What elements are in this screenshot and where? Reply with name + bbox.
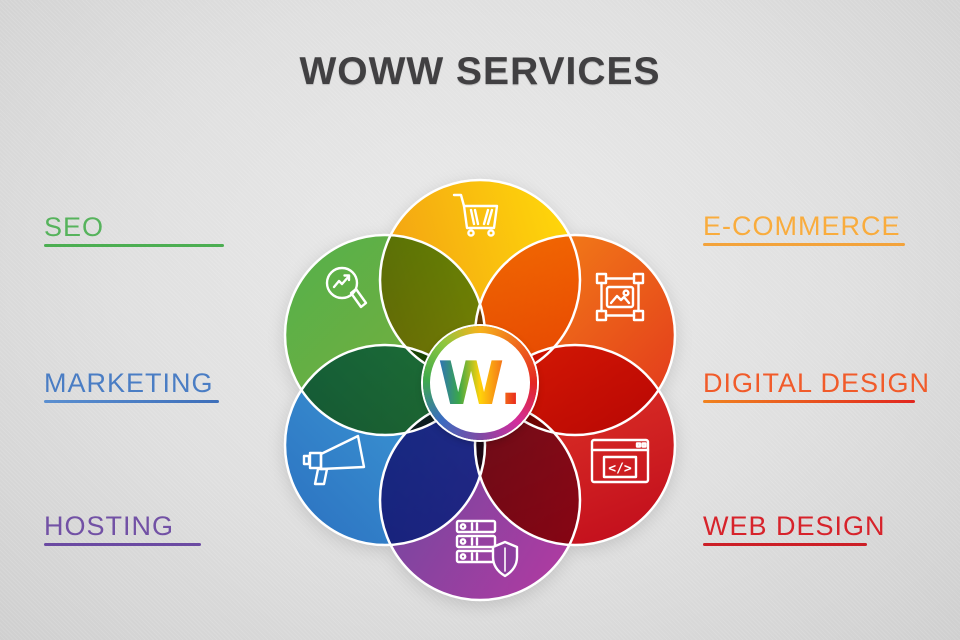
label-ecommerce-underline — [703, 243, 905, 246]
label-seo-underline — [44, 244, 224, 247]
woww-logo-mark: W. — [438, 349, 522, 419]
label-ecommerce: E-COMMERCE — [703, 211, 905, 246]
label-hosting-text: HOSTING — [44, 511, 175, 541]
label-marketing-text: MARKETING — [44, 368, 214, 398]
label-seo-text: SEO — [44, 212, 105, 242]
label-marketing: MARKETING — [44, 368, 219, 403]
woww-logo: W. — [423, 326, 537, 440]
label-web-design-underline — [703, 543, 867, 546]
magnifier-growth-icon — [325, 266, 368, 309]
woww-logo-inner-circle: W. — [430, 333, 530, 433]
label-digital-design: DIGITAL DESIGN — [703, 368, 930, 403]
label-digital-design-text: DIGITAL DESIGN — [703, 368, 931, 398]
label-web-design-text: WEB DESIGN — [703, 511, 886, 541]
page-title: WOWW SERVICES — [299, 50, 661, 93]
label-hosting-underline — [44, 543, 201, 546]
megaphone-icon — [302, 434, 366, 486]
label-digital-design-underline — [703, 400, 915, 403]
shopping-cart-icon — [452, 193, 499, 237]
code-glyph: </> — [608, 462, 632, 477]
image-frame-icon — [595, 272, 645, 322]
label-ecommerce-text: E-COMMERCE — [703, 211, 901, 241]
server-shield-icon — [455, 519, 519, 578]
label-web-design: WEB DESIGN — [703, 511, 886, 546]
label-hosting: HOSTING — [44, 511, 201, 546]
code-browser-icon: </> — [590, 438, 650, 484]
label-seo: SEO — [44, 212, 224, 247]
label-marketing-underline — [44, 400, 219, 403]
woww-logo-text: W. — [438, 349, 522, 419]
